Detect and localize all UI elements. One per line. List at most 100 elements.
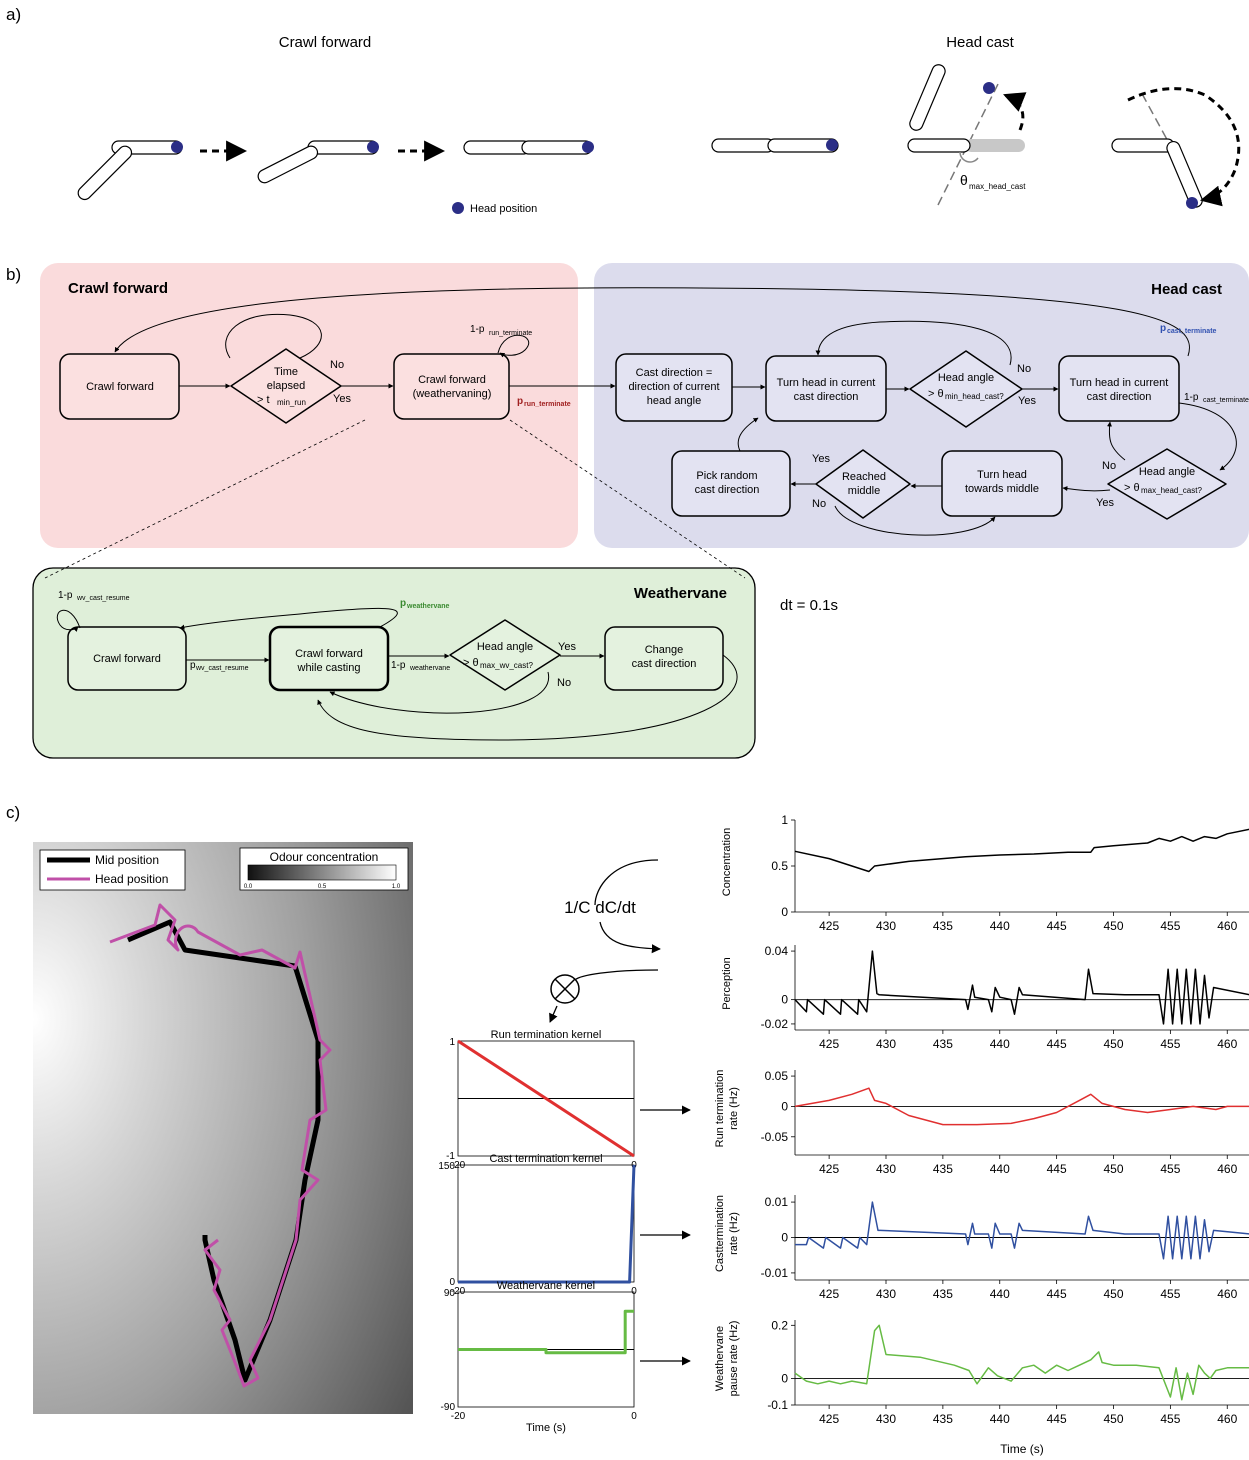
pick-random-l1: Pick random (696, 470, 757, 482)
max-head-cast-diamond (1107, 448, 1227, 520)
y-tick-label: 0 (449, 1277, 455, 1288)
cb-tick-0: 0.0 (244, 884, 253, 890)
y-axis-label: rate (Hz) (728, 1212, 740, 1255)
exit-p-sub: run_terminate (524, 401, 571, 408)
head-position-label: Head position (470, 203, 537, 215)
x-tick-label: 435 (933, 919, 953, 933)
theta-symbol: θ (960, 172, 968, 188)
x-tick-label: 0 (631, 1286, 637, 1297)
x-tick-label: 450 (1103, 1162, 1123, 1176)
y-tick-label: -90 (441, 1402, 456, 1413)
x-tick-label: 450 (1103, 1287, 1123, 1301)
x-tick-label: 460 (1217, 1037, 1237, 1051)
pwv: p (400, 598, 406, 609)
larva-crawl-2 (257, 140, 379, 184)
cast-loop-prefix: 1-p (1184, 392, 1199, 403)
time-elapsed-sub: min_run (277, 398, 306, 407)
panel-c-label: c) (6, 803, 20, 822)
y-axis-label: Perception (721, 957, 733, 1010)
x-tick-label: 450 (1103, 919, 1123, 933)
turn-middle-l1: Turn head (977, 469, 1027, 481)
x-tick-label: 455 (1160, 1037, 1180, 1051)
self-loop-sub: run_terminate (489, 330, 532, 337)
max-hc-l2: > θ (1124, 482, 1140, 494)
wv-diamond-l2: > θ (463, 657, 479, 669)
x-tick-label: 445 (1047, 919, 1067, 933)
x-tick-label: 425 (819, 1162, 839, 1176)
wv-yes: Yes (558, 641, 576, 653)
turn-head-2-l1: Turn head in current (1070, 377, 1169, 389)
onem-wv: 1-p (391, 660, 406, 671)
y-axis-label: Weathervane (714, 1326, 726, 1391)
wv-casting-node (268, 625, 390, 692)
cast-term-p: p (1160, 323, 1166, 334)
x-tick-label: 425 (819, 1412, 839, 1426)
reached-l1: Reached (842, 471, 886, 483)
y-axis-label: pause rate (Hz) (728, 1321, 740, 1397)
x-tick-label: 460 (1217, 1162, 1237, 1176)
turn-middle-node (941, 450, 1063, 517)
y-tick-label: 0 (781, 905, 788, 919)
x-tick-label: 455 (1160, 1287, 1180, 1301)
exit-p: p (517, 396, 523, 407)
head-dot (1186, 197, 1198, 209)
series-line-0 (794, 828, 1249, 873)
x-tick-label: 430 (876, 919, 896, 933)
larva-cast-3 (1111, 87, 1241, 209)
x-tick-label: 450 (1103, 1037, 1123, 1051)
larva-cast-1 (711, 138, 839, 153)
x-tick-label: 460 (1217, 1287, 1237, 1301)
head-position-path (109, 903, 332, 1388)
y-tick-label: 0 (781, 993, 788, 1007)
y-axis-label: rate (Hz) (728, 1087, 740, 1130)
chart-title: Weathervane kernel (497, 1280, 595, 1292)
cast-dir-l1: Cast direction = (636, 367, 713, 379)
panel-a-label: a) (6, 5, 21, 24)
max-hc-l1: Head angle (1139, 466, 1195, 478)
turn-middle-l2: towards middle (965, 483, 1039, 495)
panel-b-label: b) (6, 265, 21, 284)
max-hc-sub: max_head_cast? (1141, 486, 1202, 495)
self-wv: 1-p (58, 590, 73, 601)
series-line-0 (794, 950, 1249, 1025)
head-dot (582, 141, 594, 153)
larva-cast-2: θ max_head_cast (907, 64, 1027, 206)
x-tick-label: 455 (1160, 1412, 1180, 1426)
y-tick-label: 150 (438, 1161, 455, 1172)
time-elapsed-diamond (230, 348, 342, 424)
y-tick-label: 1 (781, 813, 788, 827)
min-head-cast-diamond (909, 350, 1023, 428)
y-tick-label: 0.2 (771, 1318, 788, 1332)
series-line-0 (458, 1309, 634, 1355)
trajectory-legend: Mid position Head position (39, 849, 186, 891)
x-tick-label: 440 (990, 1162, 1010, 1176)
series-line-0 (795, 1201, 1249, 1260)
no-label: No (330, 359, 344, 371)
x-tick-label: -20 (451, 1411, 466, 1422)
x-tick-label: 440 (990, 1037, 1010, 1051)
series-line-0 (458, 1164, 636, 1284)
cast-term-sub: cast_terminate (1167, 328, 1217, 335)
wv-diamond-l1: Head angle (477, 641, 533, 653)
y-tick-label: 0.01 (765, 1195, 789, 1209)
x-tick-label: 425 (819, 919, 839, 933)
min-hc-sub: min_head_cast? (945, 392, 1004, 401)
self-loop-prefix: 1-p (470, 324, 485, 335)
head-dot (171, 141, 183, 153)
yes-label: Yes (333, 393, 351, 405)
y-tick-label: 1 (449, 1037, 455, 1048)
kernel-xlabel: Time (s) (526, 1422, 566, 1434)
time-elapsed-l1: Time (274, 366, 298, 378)
cb-tick-1: 0.5 (318, 884, 327, 890)
colorbar: Odour concentration 0.0 0.5 1.0 (239, 847, 409, 891)
self-wv-sub: wv_cast_resume (76, 595, 130, 602)
cast-yes-2: Yes (1096, 497, 1114, 509)
cast-yes-1: Yes (1018, 395, 1036, 407)
